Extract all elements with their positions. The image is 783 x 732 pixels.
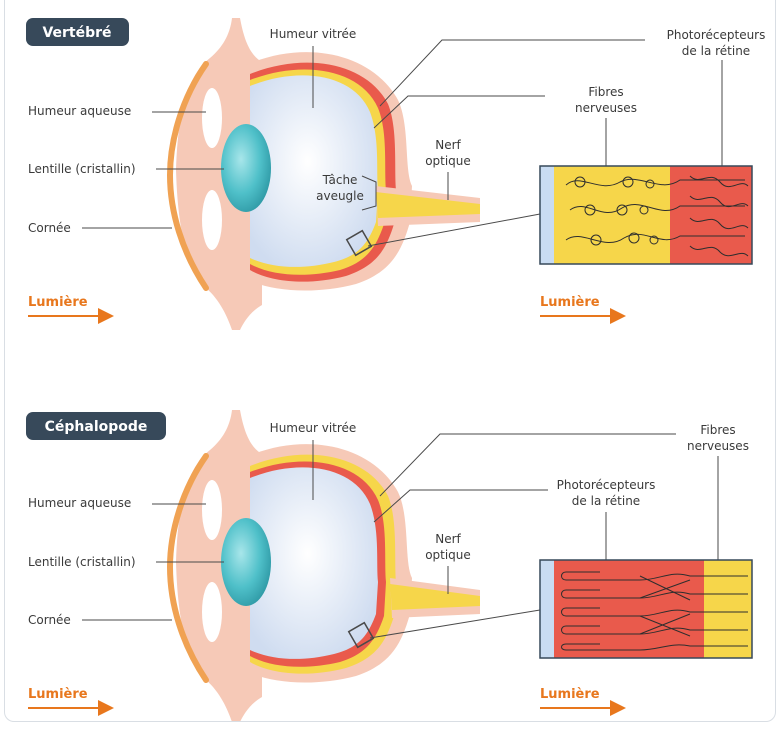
figure-frame [4, 0, 776, 722]
